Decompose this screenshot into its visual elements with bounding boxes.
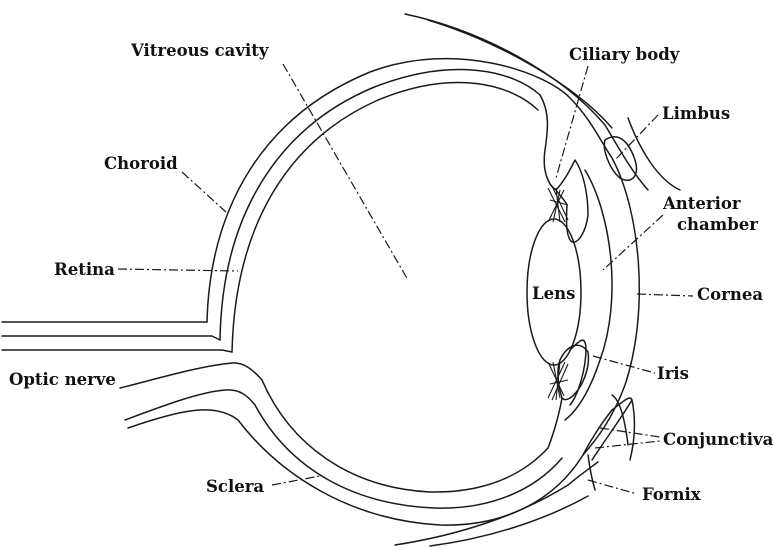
label-cornea: Cornea — [697, 285, 763, 304]
leader-fornix — [588, 480, 637, 494]
label-fornix: Fornix — [642, 485, 701, 504]
choroid-lower — [255, 405, 562, 508]
sclera-outer-upper — [207, 59, 639, 455]
label-lens: Lens — [532, 284, 575, 303]
label-sclera: Sclera — [206, 477, 264, 496]
optic-nerve-line-5 — [125, 390, 255, 420]
optic-nerve-line-2 — [2, 336, 220, 340]
label-conjunctiva: Conjunctiva — [663, 430, 774, 449]
label-ciliary-body: Ciliary body — [569, 45, 680, 64]
leader-retina — [118, 269, 238, 271]
label-limbus: Limbus — [662, 104, 730, 123]
retina-lower — [262, 380, 562, 492]
leader-cornea — [637, 294, 693, 296]
upper-eyelid-line-2 — [428, 20, 612, 128]
leader-sclera — [272, 476, 320, 485]
label-optic-nerve: Optic nerve — [9, 370, 116, 389]
optic-nerve-line-3 — [2, 350, 232, 352]
retina-upper — [232, 82, 538, 352]
leader-iris — [593, 356, 655, 373]
upper-eyelid-line-1 — [405, 14, 648, 190]
zonule-fibers-upper — [548, 186, 568, 222]
upper-lid-fold — [628, 118, 680, 190]
labels: Vitreous cavity Ciliary body Limbus Chor… — [9, 41, 774, 504]
sclera-outer-lower — [128, 410, 583, 525]
leader-choroid — [182, 172, 226, 212]
label-choroid: Choroid — [104, 154, 178, 173]
label-retina: Retina — [54, 260, 115, 279]
label-vitreous-cavity: Vitreous cavity — [130, 41, 269, 60]
label-chamber: chamber — [677, 215, 758, 234]
optic-nerve-line-4 — [120, 363, 262, 388]
choroid-upper — [220, 70, 540, 340]
eye-structure — [2, 14, 680, 546]
label-iris: Iris — [657, 364, 689, 383]
label-anterior: Anterior — [662, 194, 741, 213]
lower-eyelid-line-2 — [430, 496, 588, 546]
